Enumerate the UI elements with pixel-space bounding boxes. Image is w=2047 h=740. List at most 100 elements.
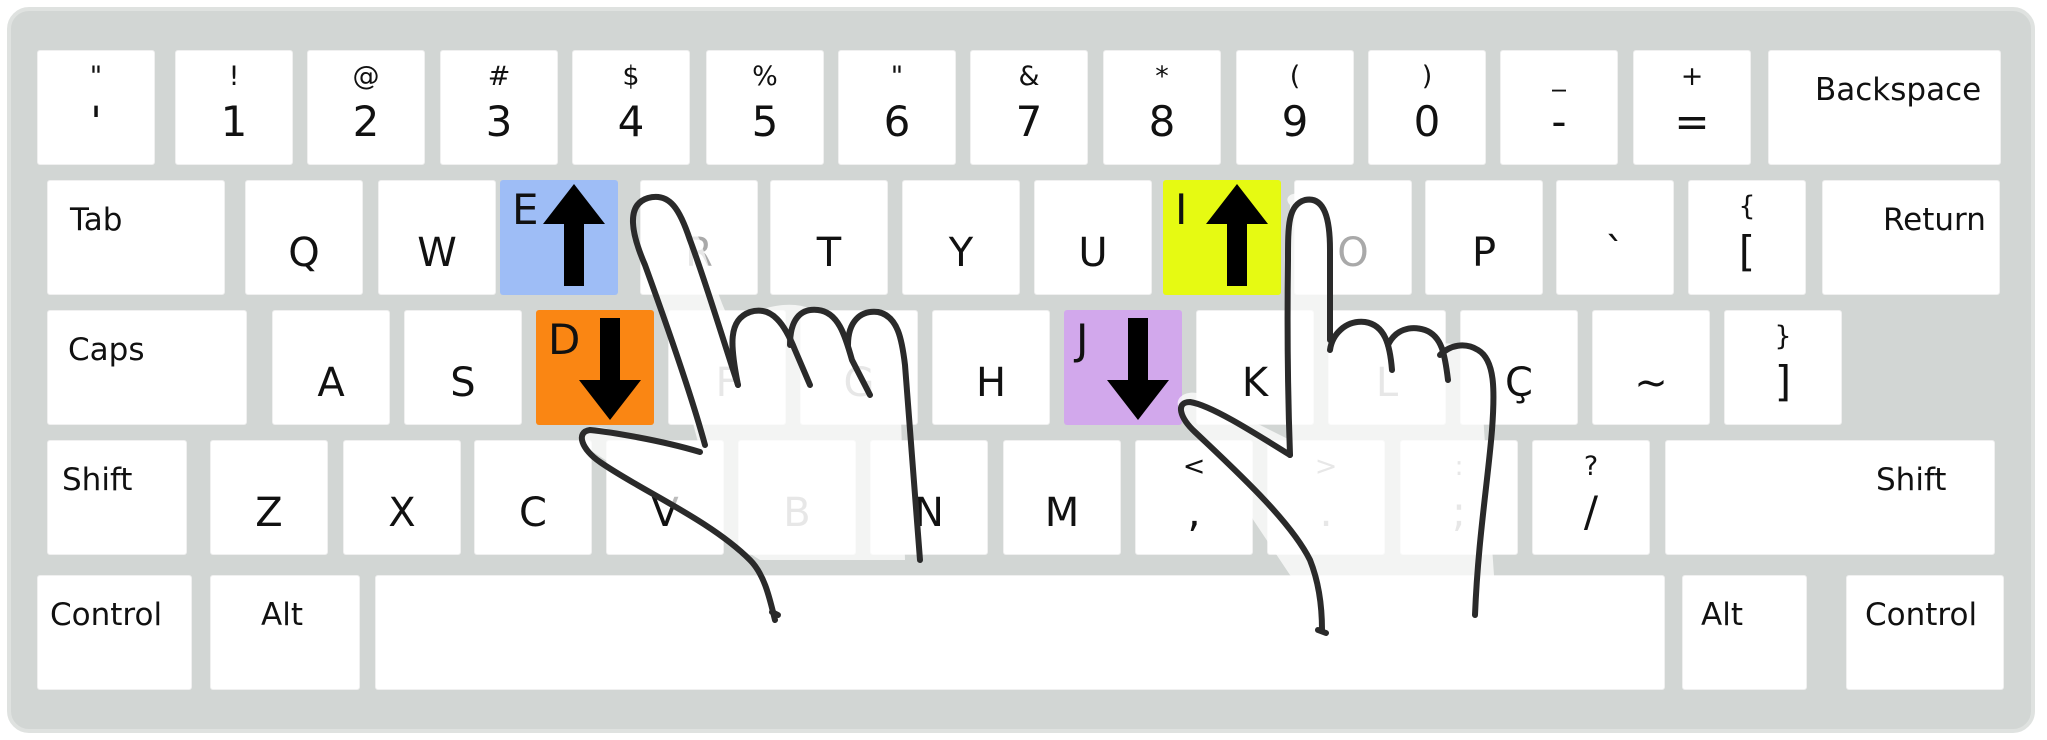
key-alt: Alt — [1682, 575, 1807, 690]
key-return: Return — [1822, 180, 2000, 295]
key-letter: K — [1241, 360, 1269, 406]
key-backspace: Backspace — [1768, 50, 2001, 165]
key-shift-symbol: @ — [352, 61, 380, 92]
key-m: M — [1003, 440, 1121, 555]
highlight-letter: E — [512, 185, 539, 234]
key-main-symbol: 1 — [220, 97, 248, 146]
key-t: T — [770, 180, 888, 295]
key-control: Control — [1846, 575, 2004, 690]
key-letter: Ç — [1505, 360, 1533, 406]
highlight-letter: J — [1076, 315, 1089, 364]
key-shift-symbol: " — [890, 61, 904, 92]
key-main-symbol: = — [1674, 97, 1710, 146]
arrow-up-icon — [543, 184, 605, 286]
key-shift: Shift — [47, 440, 187, 555]
key-letter: Z — [255, 490, 283, 536]
key-shift-symbol: $ — [622, 61, 640, 92]
key-shift-symbol: * — [1155, 61, 1169, 92]
key-label: Alt — [261, 597, 303, 633]
key-p: P — [1425, 180, 1543, 295]
key-letter: A — [317, 360, 345, 406]
key-main-symbol: 6 — [883, 97, 911, 146]
key-letter: P — [1471, 230, 1497, 276]
key-main-symbol: 9 — [1281, 97, 1309, 146]
key-i: I — [1163, 180, 1281, 295]
key-label: Caps — [68, 332, 145, 368]
key-shift-symbol: # — [487, 61, 511, 92]
key-letter: ~ — [1634, 360, 1668, 406]
key-x: X — [343, 440, 461, 555]
key-main-symbol: 8 — [1148, 97, 1176, 146]
key-j: J — [1064, 310, 1182, 425]
right-hand-fill — [1177, 193, 1495, 620]
key-label: Control — [50, 597, 163, 633]
key-4: $4 — [572, 50, 690, 165]
right-hand-outline — [1178, 196, 1497, 636]
key-letter: Q — [288, 230, 320, 276]
key-e: E — [500, 180, 618, 295]
arrow-down-icon — [579, 318, 641, 420]
key-label: Shift — [1876, 462, 1947, 498]
key-u: U — [1034, 180, 1152, 295]
key-shift: Shift — [1665, 440, 1995, 555]
key--: _- — [1500, 50, 1618, 165]
key-=: += — [1633, 50, 1751, 165]
key-letter: Y — [948, 230, 974, 276]
key-]: }] — [1724, 310, 1842, 425]
key-main-symbol: 7 — [1015, 97, 1043, 146]
key-shift-symbol: % — [752, 61, 778, 92]
key-letter: W — [417, 230, 457, 276]
key-`: ` — [1556, 180, 1674, 295]
key-7: &7 — [970, 50, 1088, 165]
highlight-letter: D — [548, 315, 581, 364]
key-5: %5 — [706, 50, 824, 165]
key-shift-symbol: ? — [1583, 451, 1599, 482]
key-h: H — [932, 310, 1050, 425]
key-': "' — [37, 50, 155, 165]
key-main-symbol: ] — [1774, 357, 1792, 406]
key-label: Backspace — [1815, 72, 1982, 108]
key-shift-symbol: _ — [1552, 61, 1566, 92]
key-shift-symbol: } — [1774, 321, 1792, 352]
key-main-symbol: , — [1187, 487, 1201, 536]
key-main-symbol: 3 — [485, 97, 513, 146]
key-letter: M — [1044, 490, 1080, 536]
key-shift-symbol: ) — [1421, 61, 1433, 92]
key-letter: U — [1078, 230, 1108, 276]
key-letter: H — [975, 360, 1007, 406]
key-9: (9 — [1236, 50, 1354, 165]
key-main-symbol: / — [1583, 487, 1599, 536]
key-[: {[ — [1688, 180, 1806, 295]
key-main-symbol: ' — [90, 97, 102, 146]
key-main-symbol: 5 — [751, 97, 779, 146]
key-shift-symbol: + — [1680, 61, 1704, 92]
key-label: Alt — [1701, 597, 1743, 633]
key-letter: T — [816, 230, 842, 276]
key-main-symbol: [ — [1738, 227, 1756, 276]
arrow-up-icon — [1206, 184, 1268, 286]
key-w: W — [378, 180, 496, 295]
key-d: D — [536, 310, 654, 425]
key-main-symbol: 0 — [1413, 97, 1441, 146]
key-main-symbol: - — [1551, 97, 1567, 146]
key-tab: Tab — [47, 180, 225, 295]
key-letter: O — [1337, 230, 1369, 276]
key-z: Z — [210, 440, 328, 555]
left-hand-outline — [578, 193, 923, 623]
key-caps: Caps — [47, 310, 247, 425]
highlight-letter: I — [1175, 185, 1188, 234]
key-~: ~ — [1592, 310, 1710, 425]
key-c: C — [474, 440, 592, 555]
key-/: ?/ — [1532, 440, 1650, 555]
key-letter: X — [388, 490, 416, 536]
key-q: Q — [245, 180, 363, 295]
left-hand-fill — [583, 193, 905, 560]
key-main-symbol: 4 — [617, 97, 645, 146]
key-control: Control — [37, 575, 192, 690]
key-main-symbol: 2 — [352, 97, 380, 146]
key-6: "6 — [838, 50, 956, 165]
key-letter: ` — [1605, 230, 1625, 276]
key-label: Shift — [62, 462, 133, 498]
key-shift-symbol: & — [1018, 61, 1040, 92]
